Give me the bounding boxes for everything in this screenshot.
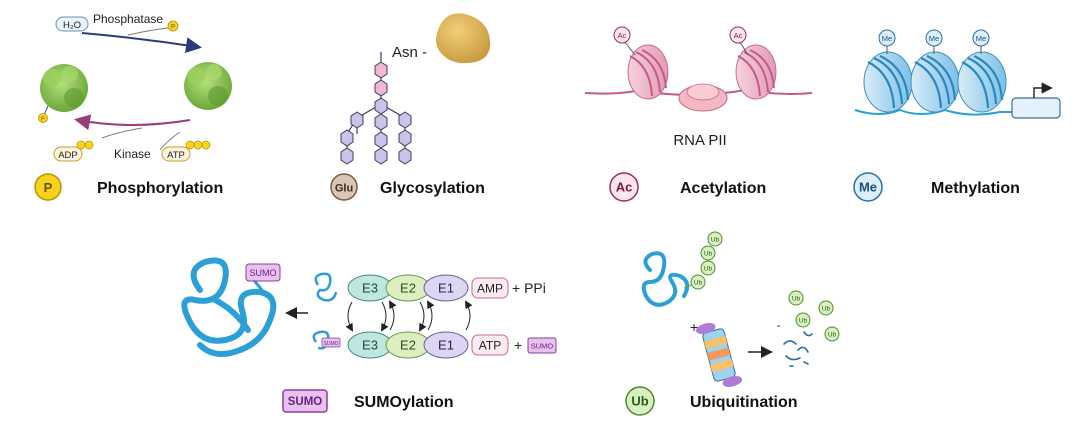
phosphorylation-title: Phosphorylation [97,180,223,197]
water-pill: H₂O [55,16,89,32]
svg-text:Ub: Ub [704,251,713,258]
ppi-label: + PPi [512,280,546,296]
svg-text:E3: E3 [362,281,378,296]
svg-text:Ub: Ub [792,296,801,303]
methylation-badge: Me [853,172,883,202]
ubiquitinated-protein [641,251,690,307]
glycan-residues [340,61,412,165]
ubiquitination-badge: Ub [625,386,655,416]
nucleosome-right [735,44,777,100]
svg-text:E2: E2 [400,338,416,353]
enzyme-row-bottom: E3 E2 E1 [347,331,469,359]
dephosphorylation-arrow [81,32,202,54]
gene-promoter [1011,82,1061,119]
svg-text:Me: Me [859,180,877,195]
sumoylation-badge: SUMO [282,389,328,413]
phosphorylation-arrow [74,114,191,131]
methylation-title: Methylation [931,180,1020,197]
released-phosphate: P [167,20,179,32]
water-label: H₂O [63,20,81,31]
atp-pill: ATP [471,334,509,356]
acetyl-mark-right: Ac [729,26,749,56]
svg-text:Ub: Ub [799,318,808,325]
svg-text:Ac: Ac [616,180,633,195]
protein-left: P [38,64,88,123]
svg-text:E1: E1 [438,338,454,353]
amp-pill: AMP [471,277,509,299]
svg-text:SUMO: SUMO [250,268,277,278]
glycosylation-badge: Glu [330,173,358,201]
methylation-panel: Me Me Me Me Methylation [853,29,1061,202]
svg-text:E2: E2 [400,281,416,296]
peptide-fragments [777,325,813,367]
methyl-marks: Me Me Me [878,29,990,54]
acetylation-panel: Ac Ac RNA PII Ac Acetylation [584,26,813,202]
svg-text:Glu: Glu [335,183,353,195]
acetylation-badge: Ac [609,172,639,202]
svg-text:E1: E1 [438,281,454,296]
ubiquitination-title: Ubiquitination [690,394,798,411]
svg-text:ADP: ADP [58,150,78,161]
svg-text:Ub: Ub [631,394,648,409]
svg-text:Ub: Ub [694,280,703,287]
substrate-top [314,272,338,302]
free-ubiquitin: Ub Ub Ub Ub [788,290,840,342]
kinase-label: Kinase [114,147,151,161]
nucleosome-left [627,44,669,100]
rna-pii-label: RNA PII [673,132,726,149]
sumo-tag-free: SUMO [527,337,557,354]
svg-text:Ac: Ac [618,31,627,40]
svg-text:Ub: Ub [704,266,713,273]
svg-text:AMP: AMP [477,282,503,296]
phosphorylation-panel: H₂O Phosphatase P P ADP [34,12,232,201]
svg-text:SUMO: SUMO [531,342,554,351]
sumoylated-protein [181,257,277,357]
acetyl-mark-left: Ac [613,26,636,56]
ubiquitination-panel: Ub Ub Ub Ub + Ub [625,231,840,416]
svg-text:SUMO: SUMO [288,396,323,408]
rna-polymerase [678,83,728,112]
plus-sign: + [690,319,698,335]
svg-text:Ub: Ub [711,237,720,244]
acetylation-title: Acetylation [680,180,766,197]
svg-text:P: P [44,180,53,195]
substrate-bottom: SUMO [312,330,341,350]
sumoylation-title: SUMOylation [354,394,454,411]
protein-blob [436,13,491,64]
svg-text:ATP: ATP [479,339,501,353]
sumo-tag-large: SUMO [245,263,281,291]
enzyme-row-top: E3 E2 E1 [347,274,469,302]
phosphatase-label: Phosphatase [93,12,163,26]
svg-text:P: P [171,25,175,31]
glycosylation-panel: Asn - [330,13,491,201]
svg-text:E3: E3 [362,338,378,353]
sumoylation-panel: SUMO SUMO E3 E2 E1 E3 E2 E1 [181,257,557,413]
proteasome [695,323,743,387]
svg-text:Ub: Ub [828,332,837,339]
ubiquitin-chain: Ub Ub Ub Ub [683,231,723,290]
protein-right [184,62,232,110]
svg-text:Ub: Ub [822,306,831,313]
transfer-arrows [345,300,473,332]
plus-sign: + [514,337,522,353]
asn-label: Asn - [392,44,427,61]
adp-pill: ADP [53,140,94,162]
glycosylation-title: Glycosylation [380,180,485,197]
dna-strand [854,108,1015,116]
nucleosome-3 [957,51,1007,113]
svg-text:ATP: ATP [167,150,185,161]
svg-text:P: P [41,117,45,123]
nucleosome-2 [910,51,960,113]
atp-pill: ATP [161,140,211,162]
svg-text:Me: Me [976,34,986,43]
nucleosome-1 [863,51,913,113]
svg-text:Me: Me [882,34,892,43]
svg-text:SUMO: SUMO [324,341,339,347]
phosphorylation-badge: P [34,173,62,201]
svg-text:Ac: Ac [734,31,743,40]
svg-text:Me: Me [929,34,939,43]
